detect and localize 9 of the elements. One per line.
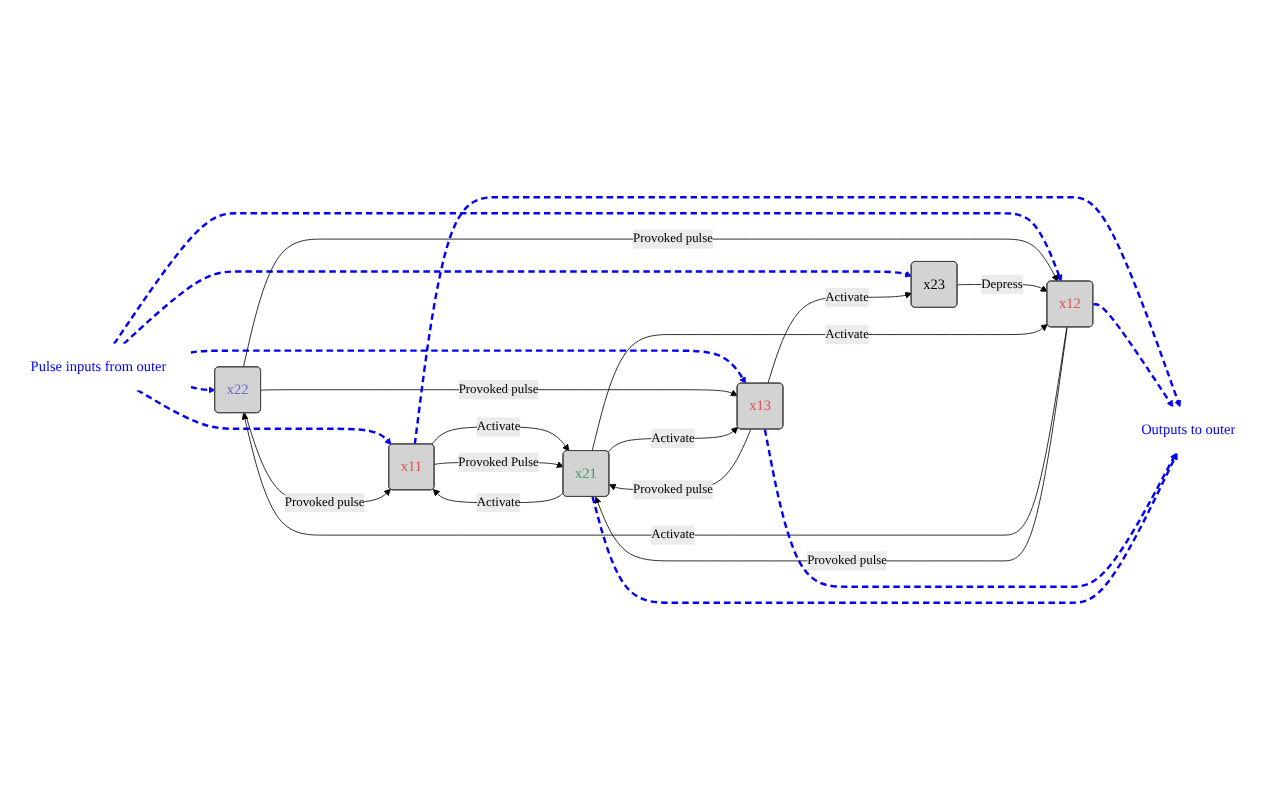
arrow [591, 452, 1178, 604]
arrow [1093, 303, 1174, 408]
arrow [113, 212, 1063, 345]
arrow [190, 385, 216, 394]
arrow [190, 349, 747, 384]
arrow [763, 429, 1177, 588]
arrow [122, 270, 912, 345]
arrow [413, 196, 1182, 445]
arrow [136, 388, 392, 446]
